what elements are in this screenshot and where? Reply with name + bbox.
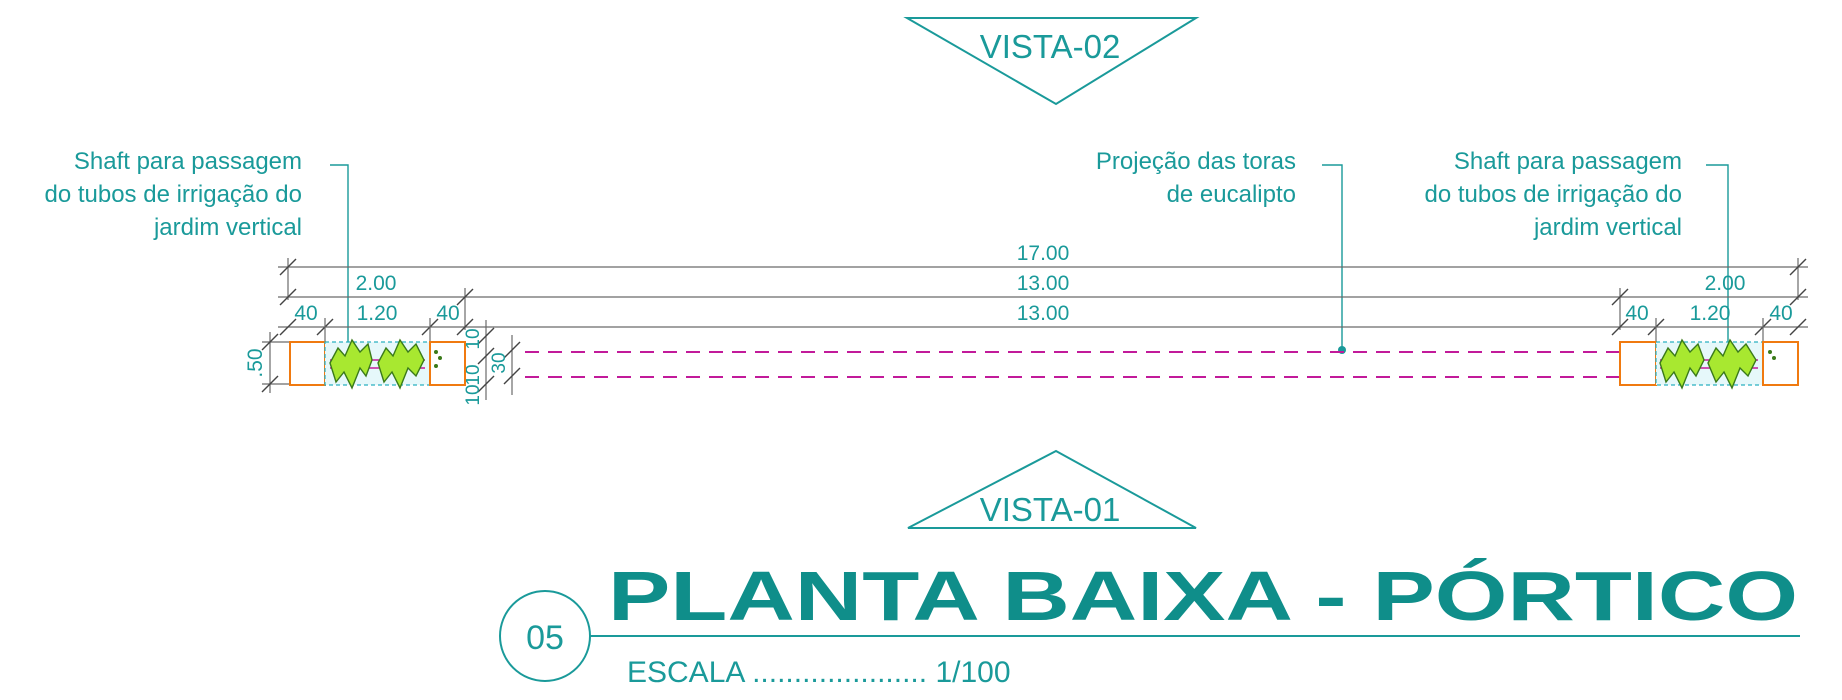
dimension-overall-label: 17.00 xyxy=(1017,242,1070,265)
leader-left-shaft xyxy=(330,164,349,362)
dimension-gap-top-label: 10 xyxy=(463,328,484,349)
dimension-left-module-label: 2.00 xyxy=(356,272,397,295)
dimension-depth-label: .50 xyxy=(244,348,267,377)
view-marker-top[interactable]: VISTA-02 xyxy=(903,17,1200,106)
right-shaft-a[interactable] xyxy=(1619,341,1657,386)
annotation-left-shaft-line-2: do tubos de irrigação do xyxy=(44,181,302,208)
dimension-right-module-label: 2.00 xyxy=(1705,272,1746,295)
right-plant-a-icon xyxy=(1659,338,1705,390)
title-block: 05 PLANTA BAIXA - PÓRTICO ESCALA .......… xyxy=(499,557,1800,689)
view-marker-bottom-label: VISTA-01 xyxy=(980,491,1121,528)
dimension-overall: 17.00 xyxy=(278,242,1808,300)
dimension-middle-span-inner-label: 13.00 xyxy=(1017,302,1070,325)
left-plant-b-icon xyxy=(377,338,425,390)
dimension-gaps: 10 30 10 10 xyxy=(463,320,521,406)
leader-right-shaft xyxy=(1706,164,1729,362)
view-marker-bottom[interactable]: VISTA-01 xyxy=(907,449,1197,529)
dimension-depth: .50 xyxy=(244,332,292,393)
right-module[interactable] xyxy=(1619,338,1799,390)
annotation-projection-line-2: de eucalipto xyxy=(1167,181,1296,208)
leader-projection xyxy=(1322,164,1343,350)
view-marker-top-label: VISTA-02 xyxy=(980,28,1121,65)
drawing-title: PLANTA BAIXA - PÓRTICO xyxy=(608,557,1798,635)
annotation-left-shaft: Shaft para passagem do tubos de irrigaçã… xyxy=(44,148,352,366)
dimension-right-planter-label: 1.20 xyxy=(1690,302,1731,325)
dimension-gap-bottom-a-label: 10 xyxy=(463,364,484,385)
right-plant-b-icon xyxy=(1707,338,1757,390)
annotation-projection: Projeção das toras de eucalipto xyxy=(1096,148,1346,354)
dimension-middle-span-label: 13.00 xyxy=(1017,272,1070,295)
annotation-left-shaft-line-1: Shaft para passagem xyxy=(74,148,302,175)
drawing-number: 05 xyxy=(526,619,564,657)
annotation-right-shaft: Shaft para passagem do tubos de irrigaçã… xyxy=(1424,148,1732,366)
left-shaft-b[interactable] xyxy=(429,341,466,386)
left-plant-a-icon xyxy=(329,338,373,390)
annotation-left-shaft-line-3: jardim vertical xyxy=(153,214,302,241)
dimension-gap-bottom-b-label: 10 xyxy=(463,384,484,405)
dimension-detail: 40 1.20 40 13.00 40 1.20 40 xyxy=(278,302,1808,345)
annotation-right-shaft-line-2: do tubos de irrigação do xyxy=(1424,181,1682,208)
dimension-left-shaft-a-label: 40 xyxy=(294,302,317,325)
annotation-right-shaft-line-3: jardim vertical xyxy=(1533,214,1682,241)
dimension-gap-mid-label: 30 xyxy=(489,352,510,373)
dimension-left-shaft-b-label: 40 xyxy=(436,302,459,325)
drawing-scale: ESCALA ..................... 1/100 xyxy=(627,656,1011,689)
annotation-right-shaft-line-1: Shaft para passagem xyxy=(1454,148,1682,175)
left-module[interactable] xyxy=(289,338,466,390)
right-shaft-b[interactable] xyxy=(1762,341,1799,386)
dimension-right-shaft-a-label: 40 xyxy=(1625,302,1648,325)
dimension-right-shaft-b-label: 40 xyxy=(1769,302,1792,325)
left-shaft-a[interactable] xyxy=(289,341,326,386)
annotation-projection-line-1: Projeção das toras xyxy=(1096,148,1296,175)
dimension-left-planter-label: 1.20 xyxy=(357,302,398,325)
log-projection xyxy=(525,351,1620,378)
dimension-modules: 2.00 13.00 2.00 xyxy=(278,272,1808,330)
